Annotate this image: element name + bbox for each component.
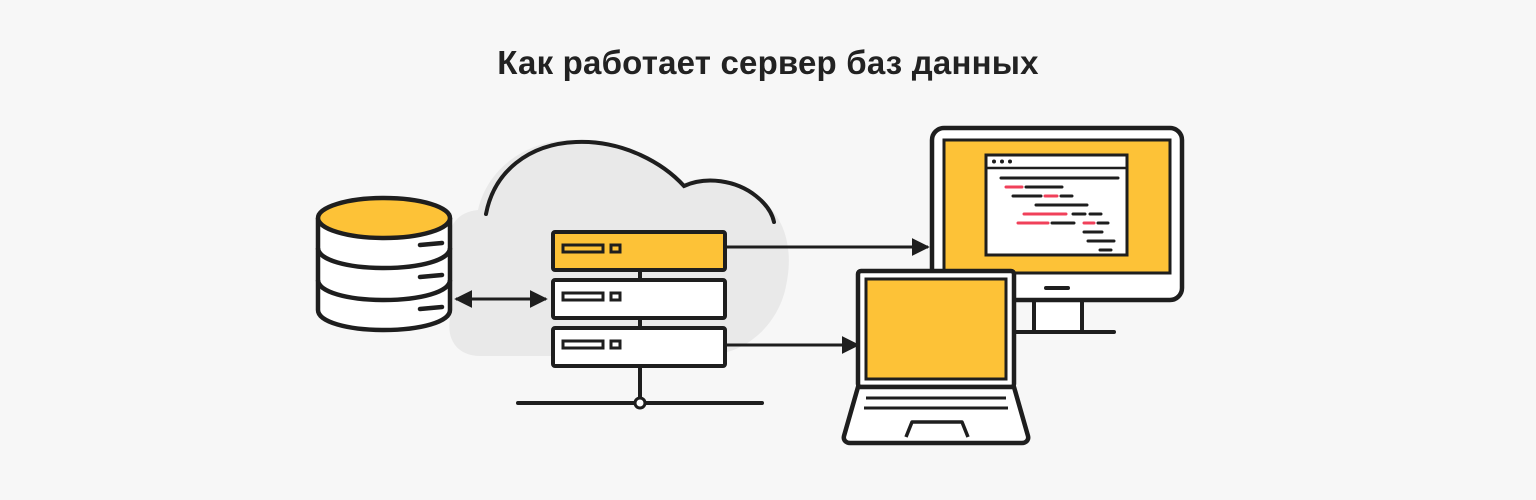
server-unit-active	[551, 230, 727, 272]
page-title: Как работает сервер баз данных	[497, 44, 1039, 81]
server-unit	[551, 278, 727, 320]
server-unit	[551, 326, 727, 368]
monitor-icon	[929, 125, 1185, 334]
server-rack-icon	[516, 230, 764, 410]
database-icon	[315, 195, 453, 333]
laptop-icon	[841, 268, 1031, 446]
code-window	[984, 153, 1129, 257]
